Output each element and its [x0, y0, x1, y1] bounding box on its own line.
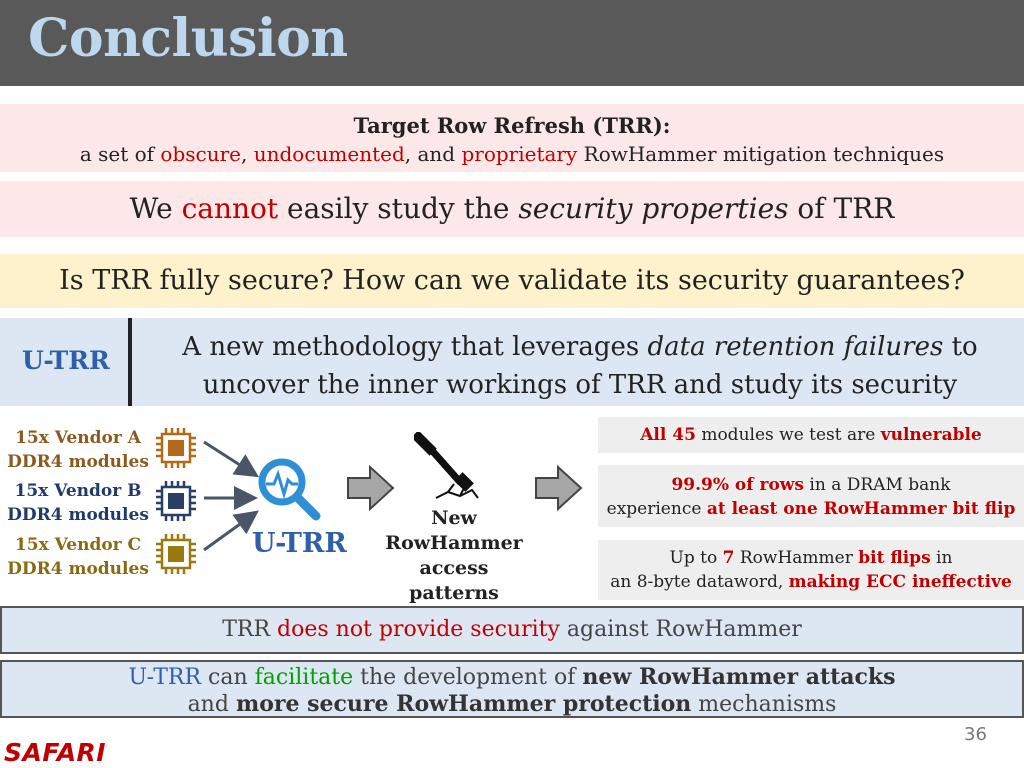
bb1-trr: TRR: [222, 617, 278, 642]
trr-desc-post: RowHammer mitigation techniques: [577, 142, 945, 166]
bb2-mechanisms: mechanisms: [691, 692, 837, 717]
arrow-vendor-a: [203, 440, 260, 478]
vendor-a-line2: DDR4 modules: [7, 452, 149, 472]
vendor-c-line1: 15x Vendor C: [14, 535, 142, 555]
conclusion-no-security: TRR does not provide security against Ro…: [0, 606, 1024, 654]
utrr-divider: [128, 318, 132, 406]
r1-b2: vulnerable: [880, 425, 982, 445]
trr-description: a set of obscure, undocumented, and prop…: [0, 142, 1024, 166]
bb2-and: and: [187, 692, 236, 717]
r3-t2: RowHammer: [734, 548, 859, 568]
r2-b2: at least one RowHammer bit flip: [706, 499, 1016, 519]
result-rows-bitflip: 99.9% of rows in a DRAM bank experience …: [598, 465, 1024, 527]
trr-definition-band: Target Row Refresh (TRR): a set of obscu…: [0, 104, 1024, 172]
chip-to-utrr-arrows: [203, 440, 260, 552]
r3-b2: bit flips: [858, 548, 931, 568]
bb2-line1: U-TRR can facilitate the development of …: [2, 664, 1022, 691]
vendor-a-line1: 15x Vendor A: [15, 428, 141, 448]
r3-b3: making ECC ineffective: [788, 572, 1012, 592]
chip-icon-vendor-c: [156, 534, 196, 574]
result-ecc-ineffective: Up to 7 RowHammer bit flips in an 8-byte…: [598, 540, 1024, 600]
bb1-does-not: does not provide security: [277, 617, 560, 642]
r2-b1: 99.9% of rows: [671, 475, 804, 495]
bb1-post: against RowHammer: [559, 617, 802, 642]
vendor-b-line2: DDR4 modules: [7, 505, 149, 525]
question-band: Is TRR fully secure? How can we validate…: [0, 254, 1024, 308]
chip-icon-vendor-b: [156, 481, 196, 521]
trr-heading: Target Row Refresh (TRR):: [353, 113, 671, 138]
r1-b1: All 45: [640, 425, 696, 445]
arrow-vendor-c: [203, 510, 259, 552]
chip-icon-vendor-a: [156, 428, 196, 468]
cannot-mid: easily study the: [278, 192, 519, 225]
r2-line2: experience at least one RowHammer bit fl…: [598, 497, 1024, 521]
trr-comma: ,: [241, 142, 254, 166]
utrr-line1-pre: A new methodology that leverages: [182, 332, 648, 362]
r3-t3: in: [930, 548, 953, 568]
trr-undocumented: undocumented: [253, 142, 405, 166]
r2-t2: experience: [606, 499, 707, 519]
utrr-label: U-TRR: [22, 346, 110, 375]
vendor-c-label: 15x Vendor C DDR4 modules: [4, 533, 152, 581]
cannot-word: cannot: [181, 192, 279, 225]
bb2-utrr: U-TRR: [128, 665, 202, 690]
cannot-study-band: We cannot easily study the security prop…: [0, 181, 1024, 237]
page-number: 36: [964, 724, 987, 745]
vendor-a-label: 15x Vendor A DDR4 modules: [4, 426, 152, 474]
security-properties: security properties: [518, 192, 789, 225]
utrr-desc-line1: A new methodology that leverages data re…: [140, 328, 1020, 366]
vendor-b-label: 15x Vendor B DDR4 modules: [4, 479, 152, 527]
utrr-line1-em: data retention failures: [647, 332, 944, 362]
magnifier-icon: [258, 458, 321, 521]
utrr-description: A new methodology that leverages data re…: [140, 328, 1020, 404]
cannot-post: of TRR: [788, 192, 895, 225]
bb2-line2: and more secure RowHammer protection mec…: [2, 691, 1022, 718]
result-all-vulnerable: All 45 modules we test are vulnerable: [598, 417, 1024, 453]
vendor-c-line2: DDR4 modules: [7, 559, 149, 579]
title-bar: Conclusion: [0, 0, 1024, 86]
r3-b1: 7: [722, 548, 735, 568]
patterns-line-access: access patterns: [409, 557, 499, 604]
bb2-mid: the development of: [353, 665, 583, 690]
block-arrow-2-icon: [535, 464, 583, 512]
trr-obscure: obscure: [160, 142, 241, 166]
safari-logo: SAFARI: [4, 738, 107, 767]
bb2-facilitate: facilitate: [254, 665, 354, 690]
r3-t4: an 8-byte dataword,: [610, 572, 789, 592]
new-access-patterns: New RowHammer access patterns: [372, 506, 536, 606]
utrr-line1-post: to: [943, 332, 978, 362]
diagram-utrr-label: U-TRR: [252, 528, 347, 559]
bb2-more-secure: more secure RowHammer protection: [235, 691, 692, 717]
r3-t1: Up to: [669, 548, 723, 568]
utrr-band: U-TRR A new methodology that leverages d…: [0, 318, 1024, 406]
utrr-desc-line2: uncover the inner workings of TRR and st…: [202, 370, 958, 400]
vendor-b-line1: 15x Vendor B: [14, 481, 142, 501]
block-arrow-1-icon: [347, 464, 395, 512]
page-title: Conclusion: [28, 8, 348, 69]
patterns-line-new: New: [431, 507, 477, 529]
conclusion-facilitate: U-TRR can facilitate the development of …: [0, 660, 1024, 718]
bb2-can: can: [201, 665, 255, 690]
trr-desc-pre: a set of: [79, 142, 161, 166]
r2-line1: 99.9% of rows in a DRAM bank: [598, 473, 1024, 497]
trr-and: , and: [404, 142, 462, 166]
r3-line1: Up to 7 RowHammer bit flips in: [598, 546, 1024, 570]
bb2-new-attacks: new RowHammer attacks: [582, 664, 896, 690]
trr-proprietary: proprietary: [461, 142, 578, 166]
r2-t1: in a DRAM bank: [804, 475, 951, 495]
patterns-line-rowhammer: RowHammer: [385, 532, 523, 554]
cannot-pre: We: [129, 192, 182, 225]
r3-line2: an 8-byte dataword, making ECC ineffecti…: [598, 570, 1024, 594]
hammer-icon: [414, 432, 479, 499]
r1-t1: modules we test are: [695, 425, 881, 445]
